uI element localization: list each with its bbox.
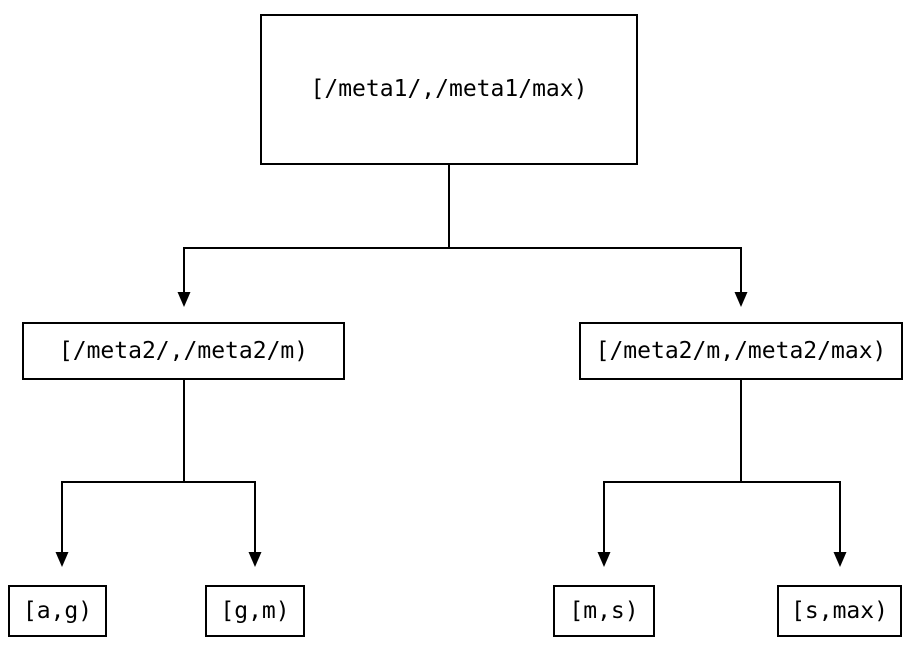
arrowhead-to-right-node-icon: [734, 292, 748, 307]
leaf-node-gm: [g,m): [205, 585, 305, 637]
arrowhead-to-leaf-ag-icon: [55, 552, 69, 567]
node-right-range: [/meta2/m,/meta2/max): [579, 322, 903, 380]
arrowhead-to-leaf-ms-icon: [597, 552, 611, 567]
connector-root-to-level2: [183, 165, 742, 294]
arrowhead-to-leaf-smax-icon: [833, 552, 847, 567]
node-left-range: [/meta2/,/meta2/m): [22, 322, 345, 380]
connector-right-node-to-leaves: [603, 380, 841, 554]
leaf-node-smax: [s,max): [777, 585, 902, 637]
connector-left-node-to-leaves: [61, 380, 256, 554]
arrowhead-to-left-node-icon: [177, 292, 191, 307]
node-root-range: [/meta1/,/meta1/max): [260, 14, 638, 165]
arrowhead-to-leaf-gm-icon: [248, 552, 262, 567]
leaf-node-ag: [a,g): [8, 585, 107, 637]
leaf-node-ms: [m,s): [553, 585, 655, 637]
